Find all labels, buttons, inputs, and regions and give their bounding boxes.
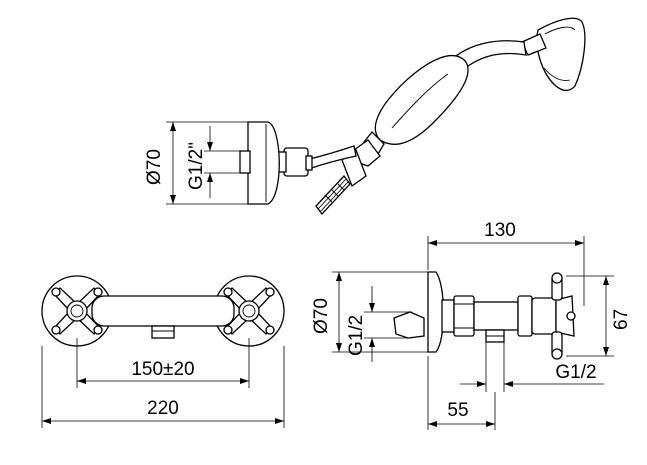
side-depth-label: 130 [484,220,516,241]
right-cross-handle [223,287,275,335]
side-thread-outlet-label: G1/2 [555,362,596,383]
top-thread-label: G1/2" [186,142,207,190]
left-cross-handle [51,287,103,335]
side-diameter-label: Ø70 [311,298,332,334]
side-thread-wall-label: G1/2 [346,315,367,356]
front-center-distance-label: 150±20 [131,359,194,380]
front-overall-width-label: 220 [147,398,179,419]
top-view-hand-shower [239,17,586,216]
front-view-mixer [41,275,285,347]
side-outlet-offset-label: 55 [447,400,468,421]
side-height-label: 67 [611,309,632,330]
top-diameter-label: Ø70 [144,149,165,185]
side-view-dimensions [332,236,614,430]
side-view-mixer [393,271,576,360]
front-view-dimensions [41,338,285,428]
top-view-dimensions [166,121,250,205]
